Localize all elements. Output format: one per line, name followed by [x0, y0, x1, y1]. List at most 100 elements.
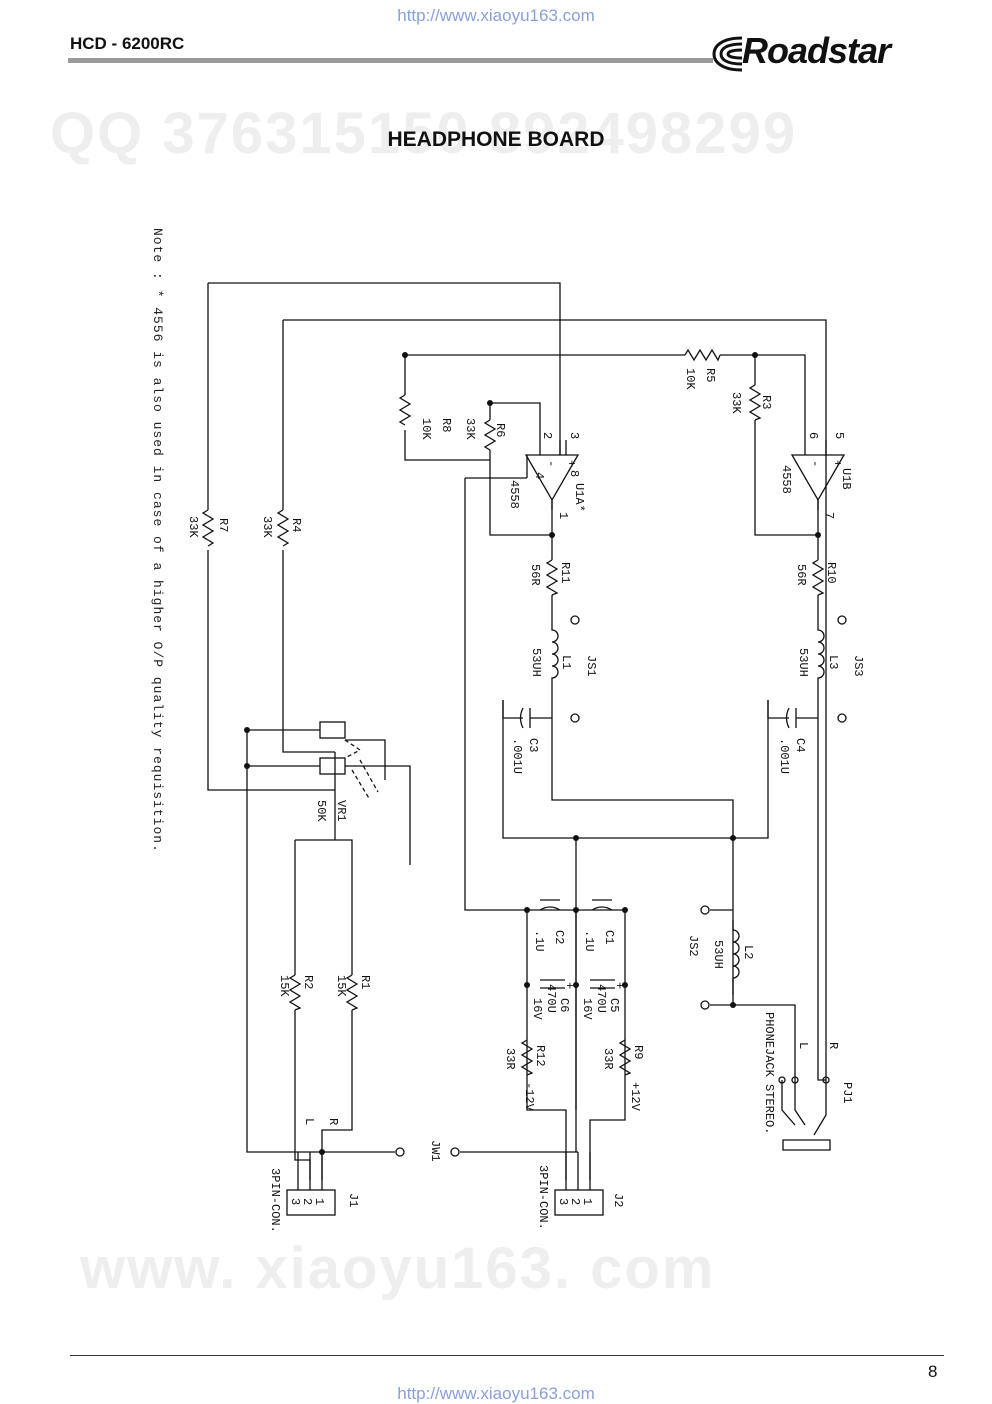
pin-u1b-6: 6	[806, 432, 820, 439]
wire-r4	[282, 320, 335, 753]
resistor-r2	[288, 974, 302, 1011]
label-l2-value: 53UH	[711, 940, 725, 969]
capacitor-c2	[539, 899, 561, 911]
inductor-l3	[817, 620, 825, 690]
wire-vr1-wiper	[345, 739, 411, 865]
resistor-r1	[345, 974, 359, 1011]
resistor-r12	[520, 1039, 534, 1076]
pin-j2-2: 2	[568, 1198, 582, 1205]
u1a-plus: +	[564, 460, 578, 467]
capacitor-c4	[767, 700, 818, 729]
model-number: HCD - 6200RC	[70, 34, 185, 53]
testpoint-js2-a	[700, 905, 710, 915]
header-rule	[68, 58, 713, 63]
label-c5-value: 470U	[594, 984, 608, 1013]
label-plus12v: +12V	[628, 1082, 642, 1112]
label-r4: R4	[289, 518, 303, 532]
c6-plus-mark: +	[562, 982, 576, 989]
label-r6: R6	[493, 423, 507, 437]
resistor-r10	[811, 559, 825, 596]
wire-top-second	[283, 319, 827, 440]
wire-rail	[464, 477, 626, 1110]
resistor-r6	[483, 419, 497, 451]
label-r3: R3	[759, 395, 773, 409]
c5-plus-mark: +	[612, 982, 626, 989]
connector-j2	[554, 1189, 604, 1216]
capacitor-c1	[591, 899, 613, 911]
label-pj1-left: L	[796, 1042, 810, 1049]
testpoint-js1-a	[570, 615, 580, 625]
label-j1-type: 3PIN-CON.	[268, 1168, 282, 1233]
label-r6-value: 33K	[463, 418, 477, 440]
label-r2: R2	[301, 975, 315, 989]
wire-ground-c4	[733, 700, 769, 839]
testpoint-js2-b	[700, 1000, 710, 1010]
label-c6: C6	[557, 998, 571, 1012]
label-jw1: JW1	[428, 1140, 442, 1162]
pin-u1a-2: 2	[540, 432, 554, 439]
label-c1: C1	[602, 930, 616, 944]
label-j1-left: L	[302, 1118, 316, 1125]
wire-r1	[295, 839, 353, 1180]
wire-vr1-stubs	[247, 729, 320, 767]
source-url-top: http://www.xiaoyu163.com	[397, 6, 595, 25]
source-url-bottom: http://www.xiaoyu163.com	[397, 1384, 595, 1403]
pin-j2-1: 1	[580, 1198, 594, 1205]
label-r2-value: 15K	[277, 975, 291, 997]
pin-j2-3: 3	[556, 1198, 570, 1205]
wire-left-out	[551, 500, 734, 1005]
wire-top-outer	[208, 282, 561, 455]
label-c4: C4	[793, 738, 807, 752]
label-r1: R1	[358, 975, 372, 989]
schematic-note: Note : * 4556 is also used in case of a …	[150, 228, 165, 853]
component-labels: R5 10K R3 33K R8 10K R6 33K U1A* 4558 U1…	[186, 368, 865, 1233]
label-c2: C2	[552, 930, 566, 944]
inductors	[551, 620, 825, 995]
label-js3: JS3	[851, 655, 865, 677]
brand-logo: Roadstar	[712, 28, 952, 78]
wire-js2	[710, 909, 733, 1006]
resistor-r11	[545, 559, 559, 596]
label-js1: JS1	[584, 655, 598, 677]
wire-r3	[754, 355, 818, 536]
label-r8: R8	[439, 418, 453, 432]
testpoint-jw1-b	[450, 1147, 460, 1157]
label-vr1: VR1	[334, 800, 348, 822]
testpoint-jw1-a	[395, 1147, 405, 1157]
label-pj1-type: PHONEJACK STEREO.	[762, 1012, 776, 1134]
pin-j1-2: 2	[300, 1198, 314, 1205]
resistor-r3	[748, 384, 762, 421]
label-r1-value: 15K	[334, 975, 348, 997]
wire-right-out	[817, 500, 826, 1081]
testpoint-js1-b	[570, 713, 580, 723]
label-l3: L3	[826, 655, 840, 669]
pin-u1b-7: 7	[822, 512, 836, 519]
pin-u1a-1: 1	[556, 512, 570, 519]
wire-j1-pins	[297, 1152, 323, 1190]
testpoint-js3-a	[837, 615, 847, 625]
label-u1b-value: 4558	[779, 465, 793, 494]
pin-u1a-3: 3	[567, 432, 581, 439]
label-c2-value: .1U	[532, 930, 546, 952]
label-j1: J1	[346, 1193, 360, 1207]
pin-u1a-4: 4	[532, 472, 546, 479]
label-c1-value: .1U	[582, 930, 596, 952]
page-number: 8	[928, 1362, 938, 1381]
wire-r2	[294, 840, 311, 1180]
label-r11-value: 56R	[528, 564, 542, 586]
label-u1a-value: 4558	[507, 480, 521, 509]
pin-u1a-8: 8	[567, 470, 581, 477]
label-pj1-right: R	[826, 1042, 840, 1049]
wire-r7	[207, 283, 335, 791]
test-points	[395, 615, 847, 1157]
label-r12: R12	[533, 1045, 547, 1067]
inductor-l2	[732, 920, 740, 995]
opamp-u1a	[524, 440, 580, 510]
pin-j1-3: 3	[288, 1198, 302, 1205]
pin-u1b-5: 5	[832, 432, 846, 439]
label-r10-value: 56R	[794, 564, 808, 586]
wires	[207, 282, 827, 1190]
capacitors	[502, 700, 818, 989]
capacitor-c6	[540, 979, 565, 989]
connector-j1	[286, 1189, 336, 1216]
